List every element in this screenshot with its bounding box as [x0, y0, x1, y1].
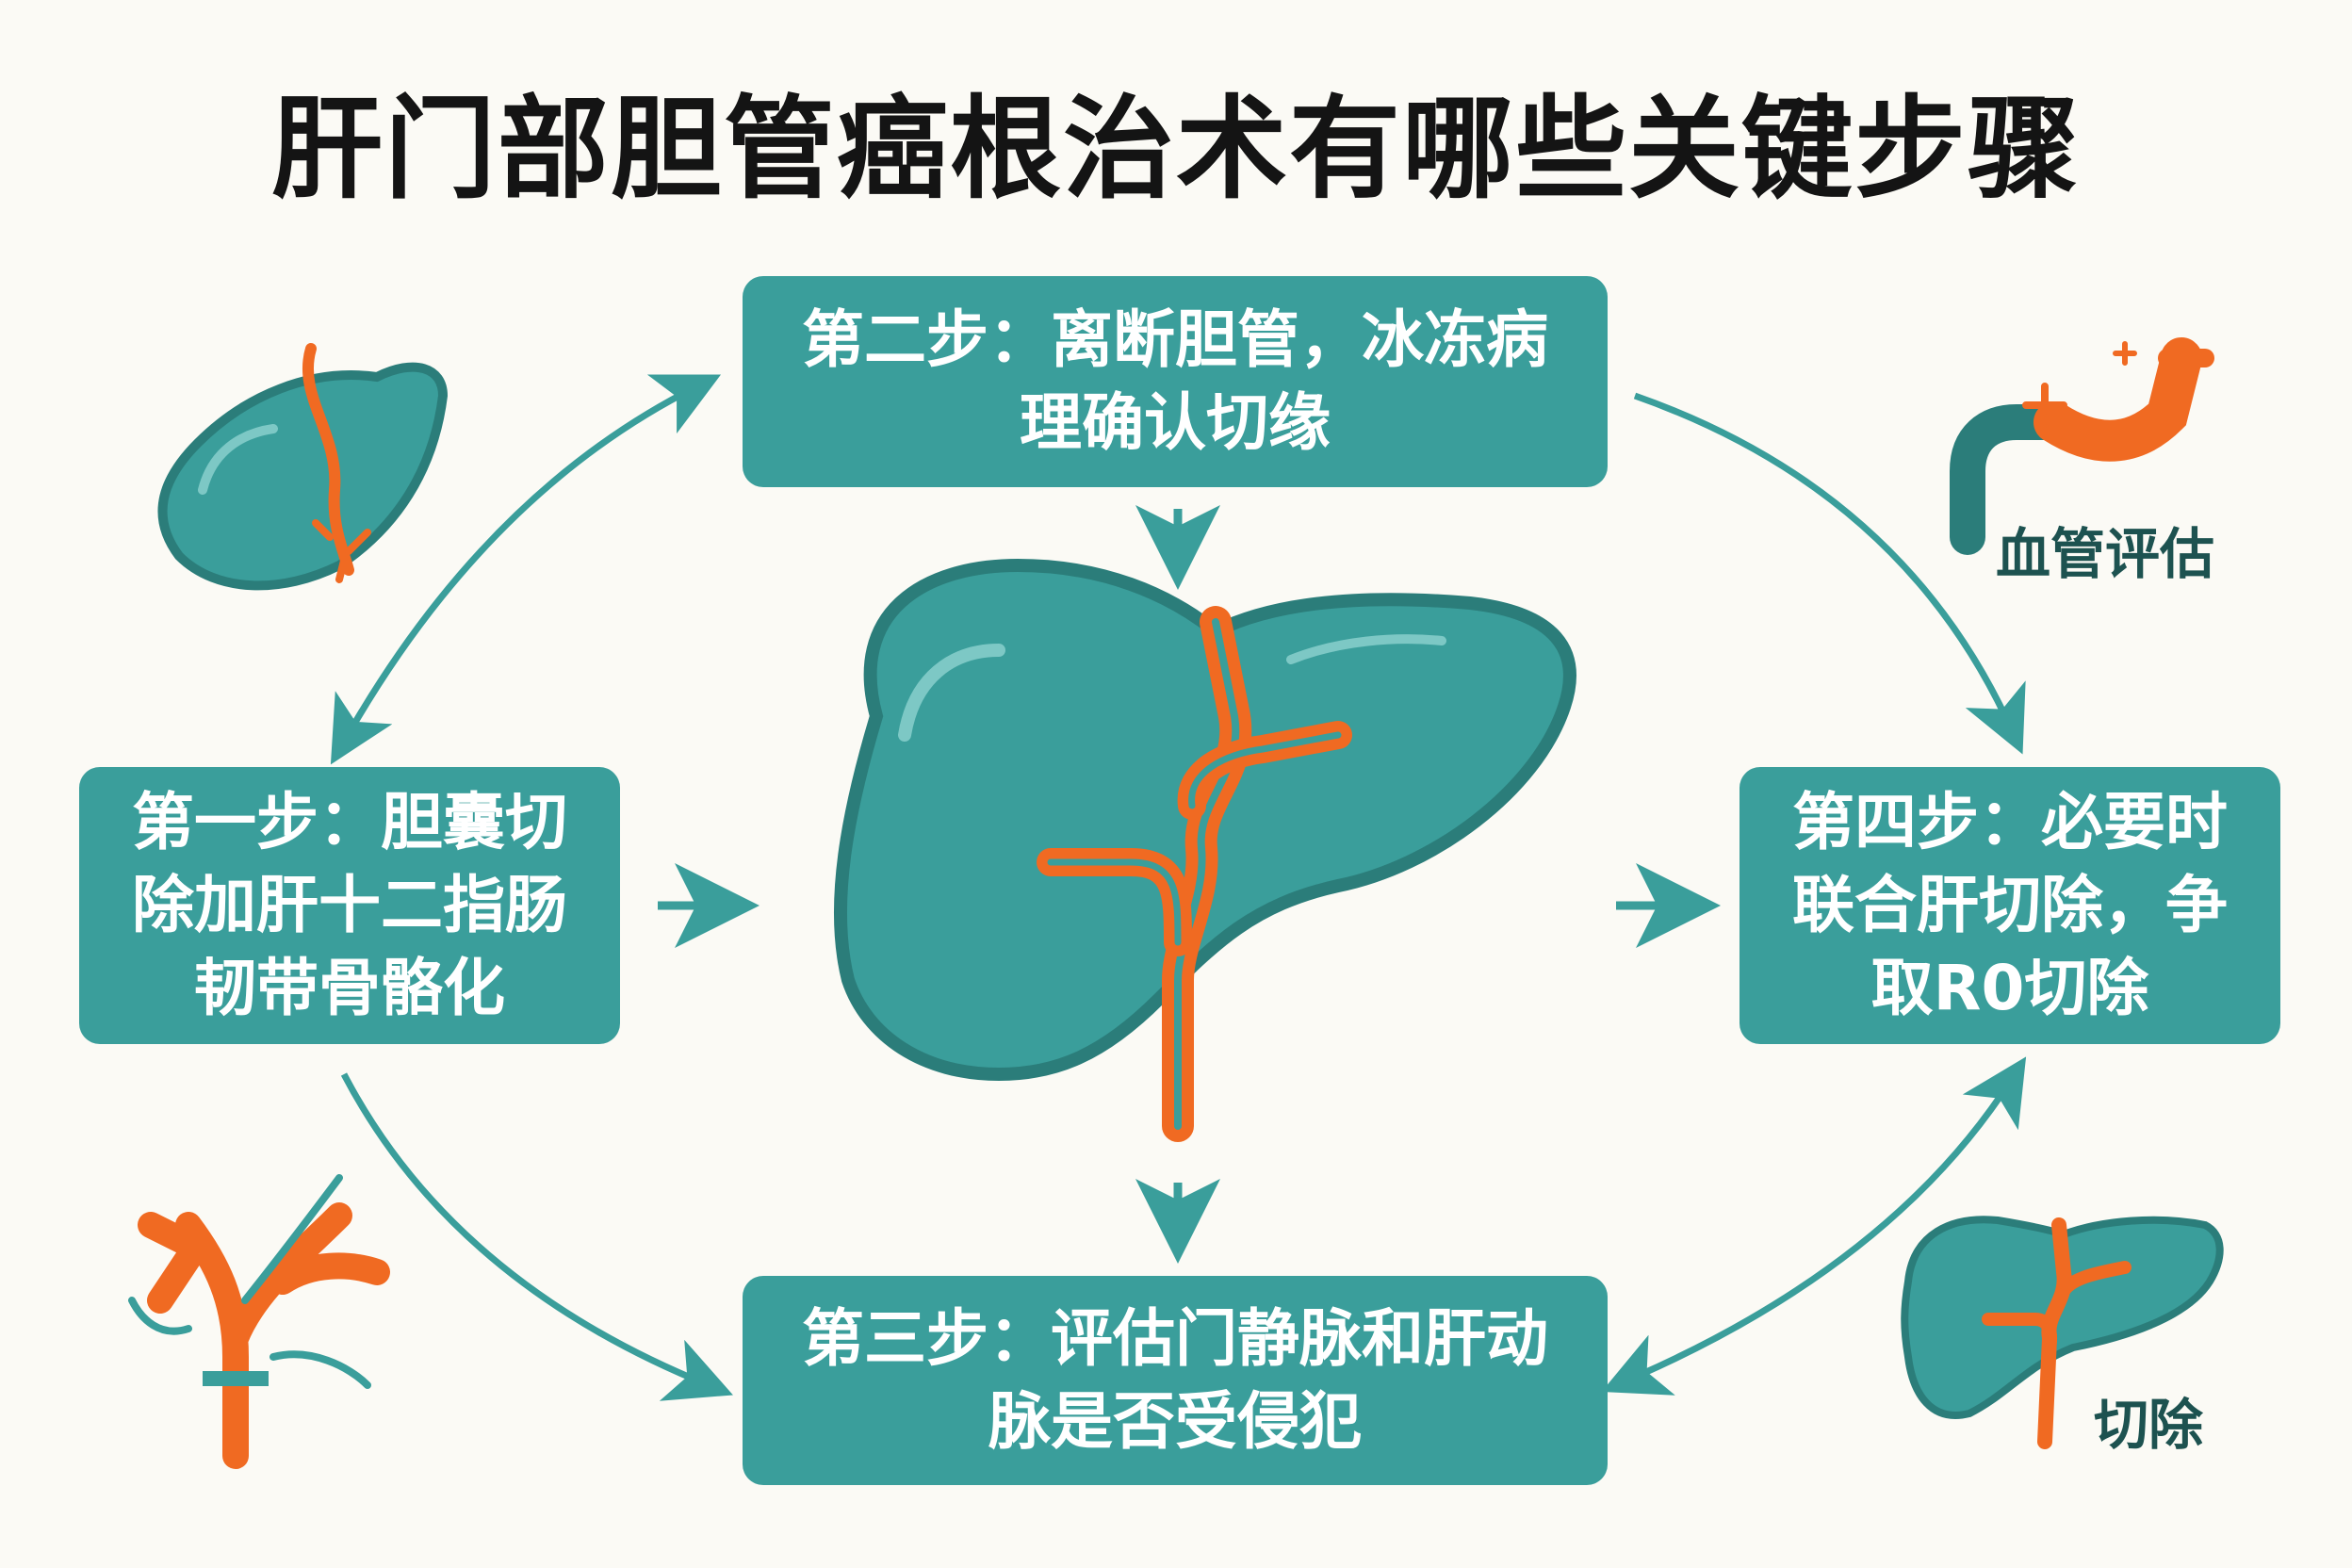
step-2-text: 第二步：离断胆管，冰冻病理确认切缘	[802, 303, 1548, 459]
arrow-step1-step3	[340, 1072, 733, 1401]
step-3-text: 第三步：评估门静脉和肝动脉是否受侵犯	[802, 1302, 1548, 1458]
arrow-step2-step4	[1633, 392, 2026, 755]
liver-highlight-2	[1286, 634, 1446, 664]
page-title: 肝门部胆管癌根治术有哪些关键步骤	[270, 84, 2081, 214]
vessel-assessment-label: 血管评估	[1996, 522, 2215, 586]
step-4-box: 第四步：必要时联合肝切除，争取R0切除	[1740, 767, 2280, 1044]
vessel-icon	[1950, 337, 2214, 555]
step-1-box: 第一步：胆囊切除加肝十二指肠韧带骨骼化	[79, 767, 620, 1044]
arrow-step1-step2	[330, 374, 722, 765]
gallbladder-icon	[157, 343, 449, 591]
liver-highlight	[898, 644, 1005, 742]
center-arrows	[658, 505, 1721, 1264]
step-2-box: 第二步：离断胆管，冰冻病理确认切缘	[743, 276, 1608, 487]
arrow-step3-step4	[1601, 1056, 2027, 1396]
step-3-box: 第三步：评估门静脉和肝动脉是否受侵犯	[743, 1276, 1608, 1485]
step-4-text: 第四步：必要时联合肝切除，争取R0切除	[1792, 786, 2228, 1024]
bile-duct-tree-icon	[128, 1174, 390, 1469]
liver-illustration	[833, 558, 1576, 1142]
resection-label: 切除	[2094, 1393, 2204, 1457]
resection-icon	[1901, 1216, 2224, 1449]
cycle-arrows	[330, 374, 2027, 1401]
step-1-text: 第一步：胆囊切除加肝十二指肠韧带骨骼化	[132, 786, 567, 1024]
